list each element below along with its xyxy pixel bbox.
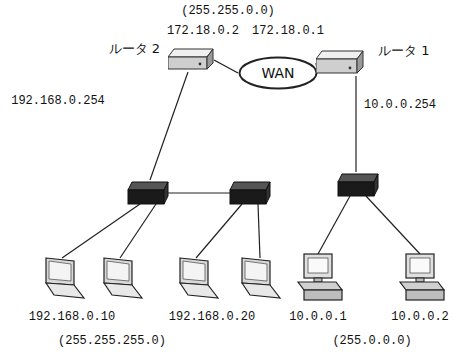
router-name: ルータ 2 <box>109 42 160 56</box>
desktop-icon <box>400 254 444 300</box>
network-name: WAN <box>238 56 318 90</box>
switch-icon <box>230 182 270 204</box>
switch-icon <box>338 174 378 196</box>
node-shape <box>316 50 364 76</box>
subnet-mask: (255.255.0.0) <box>180 4 276 18</box>
router-icon: ルータ 2 <box>168 48 214 72</box>
ip-address: 192.168.0.10 <box>28 310 116 324</box>
laptop-icon <box>242 258 280 298</box>
wan-link <box>214 60 238 73</box>
ip-address: 10.0.0.254 <box>363 98 437 112</box>
router-name: ルータ 1 <box>378 44 429 58</box>
laptop-icon <box>104 258 142 298</box>
wan-ellipse: WAN <box>238 56 318 90</box>
subnet-mask: (255.255.255.0) <box>57 334 167 348</box>
ip-address: 10.0.0.1 <box>288 310 348 324</box>
ip-address: 172.18.0.2 <box>166 24 240 38</box>
node-shape <box>168 48 214 72</box>
switch-icon <box>128 182 168 204</box>
ip-address: 192.168.0.254 <box>10 94 106 108</box>
ip-address: 10.0.0.2 <box>390 310 450 324</box>
laptop-icon <box>46 258 84 298</box>
subnet-mask: (255.0.0.0) <box>331 334 412 348</box>
ip-address: 172.18.0.1 <box>251 24 325 38</box>
router-icon: ルータ 1 <box>316 50 364 76</box>
desktop-icon <box>298 254 342 300</box>
ip-address: 192.168.0.20 <box>168 310 256 324</box>
laptop-icon <box>180 258 218 298</box>
